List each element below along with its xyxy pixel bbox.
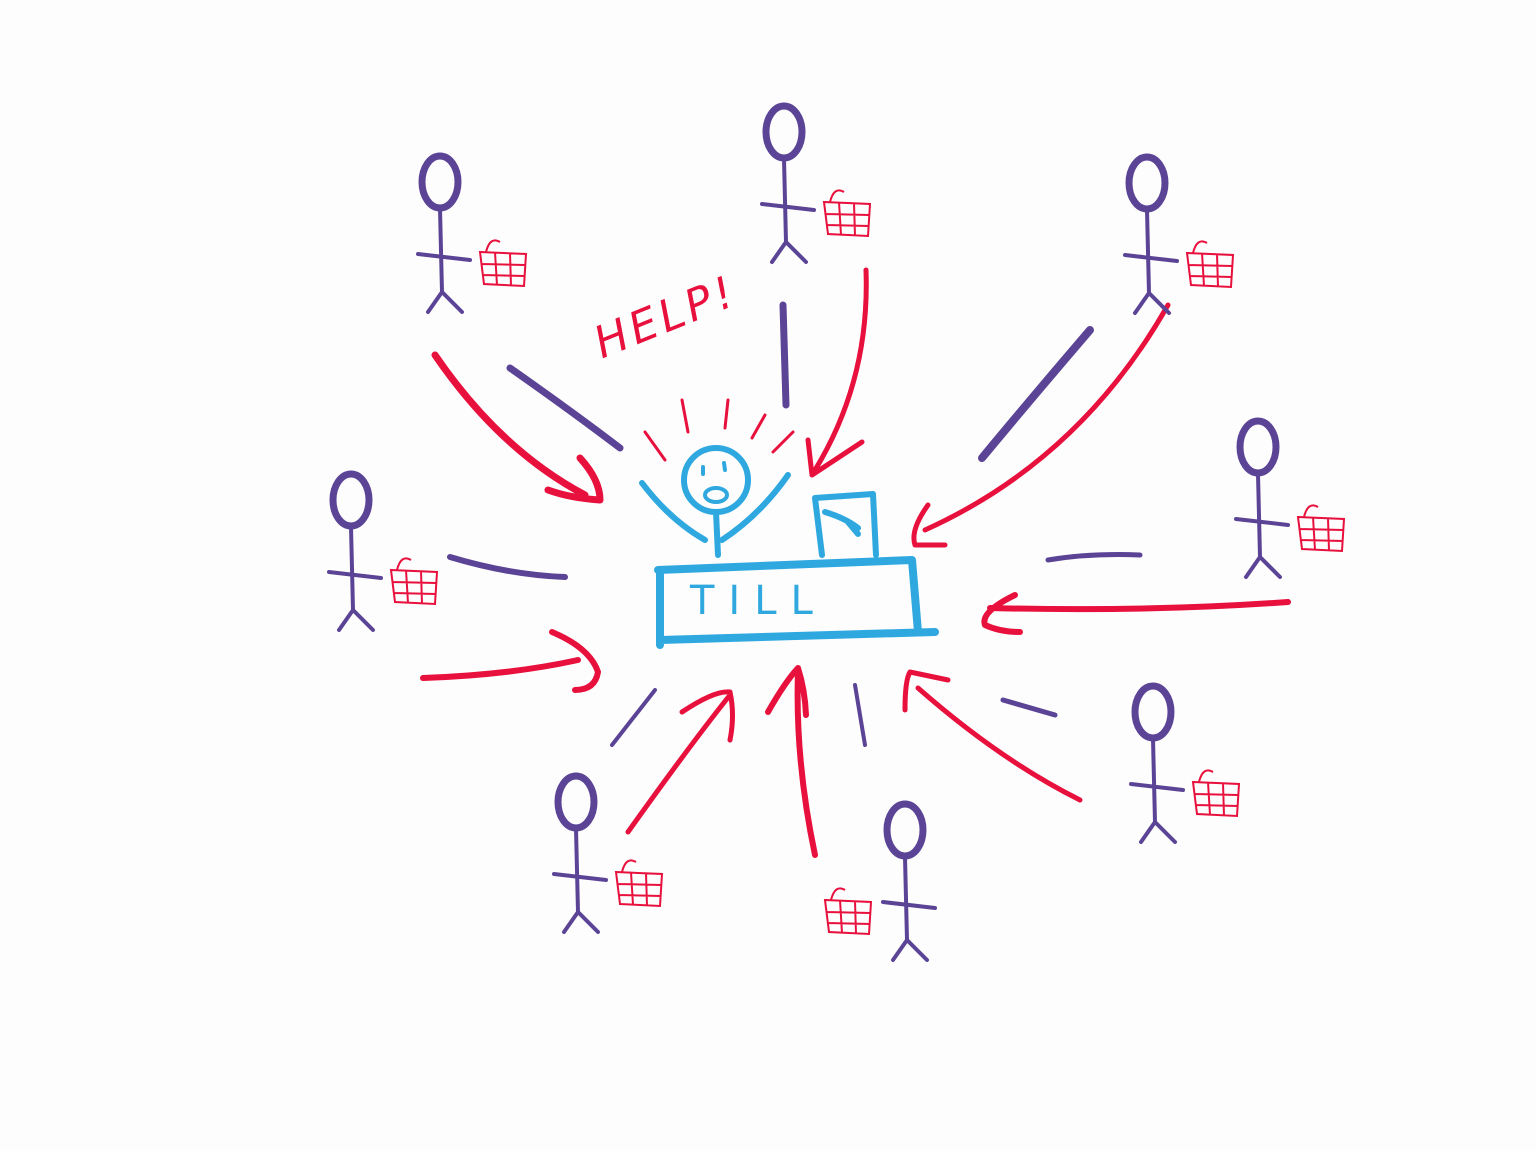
motion-streaks — [447, 301, 1143, 747]
customer-head — [554, 772, 598, 832]
customers — [327, 102, 1346, 962]
streak — [978, 326, 1094, 462]
streak — [779, 301, 790, 409]
customer — [552, 772, 664, 934]
basket-icon — [389, 557, 439, 606]
basket-icon — [1185, 240, 1235, 289]
basket-icon — [1191, 769, 1241, 818]
arrow — [981, 592, 1291, 635]
streak — [447, 554, 568, 580]
customer-head — [883, 800, 927, 860]
card-reader — [812, 491, 879, 558]
customer-body — [416, 207, 472, 314]
customer-body — [1123, 208, 1179, 315]
basket-icon — [823, 887, 873, 936]
cashier — [639, 398, 939, 649]
arrow — [765, 665, 818, 858]
customer-head — [762, 102, 806, 162]
arrow — [625, 689, 735, 835]
customer-body — [1129, 737, 1185, 844]
customer-body — [881, 855, 937, 962]
till-counter — [654, 556, 939, 649]
customer-head — [1125, 153, 1169, 213]
customer-head — [329, 470, 373, 530]
customer — [1123, 153, 1235, 315]
customer-head — [1131, 682, 1175, 742]
arrow — [805, 267, 869, 478]
arrow — [902, 669, 1083, 803]
streak — [1000, 697, 1058, 718]
streak — [1045, 552, 1143, 563]
streak — [610, 688, 657, 747]
alarm-lines — [643, 398, 795, 462]
customer — [823, 800, 937, 962]
basket-icon — [614, 859, 664, 908]
streak — [506, 364, 624, 452]
arrow — [431, 351, 604, 504]
basket-icon — [478, 239, 528, 288]
basket-icon — [822, 189, 872, 238]
streak — [853, 683, 867, 747]
arrows — [420, 267, 1291, 858]
customer-head — [1236, 417, 1280, 477]
customer-body — [327, 525, 383, 632]
customer — [760, 102, 872, 264]
arrow — [911, 302, 1171, 548]
customer — [416, 152, 528, 314]
basket-icon — [1296, 504, 1346, 553]
customer-body — [760, 157, 816, 264]
customer-head — [418, 152, 462, 212]
customer — [1234, 417, 1346, 579]
arrow — [420, 629, 601, 693]
customer — [327, 470, 439, 632]
cashier-arms — [639, 472, 791, 558]
customer-body — [552, 827, 608, 934]
customer — [1129, 682, 1241, 844]
till-label: TILL — [690, 578, 827, 624]
customer-body — [1234, 472, 1290, 579]
